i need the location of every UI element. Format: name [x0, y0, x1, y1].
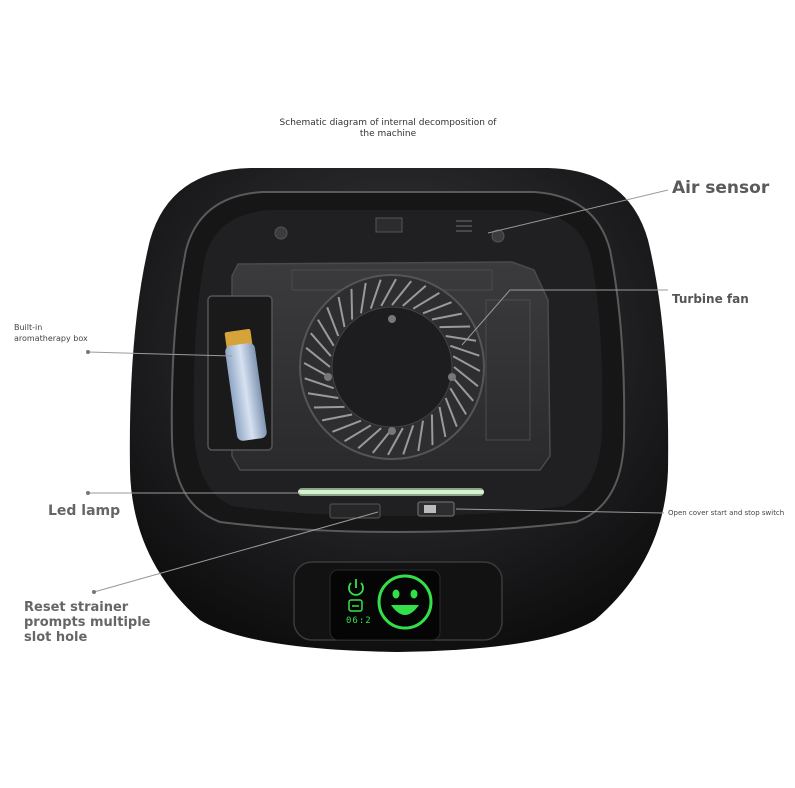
fan-screw — [324, 373, 332, 381]
label-turbine-fan: Turbine fan — [672, 292, 749, 306]
turbine-fan — [300, 275, 484, 459]
diagram-title: Schematic diagram of internal decomposit… — [268, 118, 508, 140]
leader-dots — [86, 350, 96, 594]
label-aromatherapy-box: Built-in aromatherapy box — [14, 322, 88, 344]
led-strip-glow — [298, 490, 484, 494]
fan-blade — [440, 327, 471, 328]
fan-blade — [432, 415, 433, 446]
display-panel — [330, 570, 440, 640]
fan-hub — [332, 307, 452, 427]
fan-screw — [388, 315, 396, 323]
fan-screw — [388, 427, 396, 435]
fan-screw — [448, 373, 456, 381]
reset-slot — [330, 504, 380, 518]
display-readout: 06:2 — [346, 616, 372, 626]
label-reset-strainer: Reset strainer prompts multiple slot hol… — [24, 600, 150, 645]
fan-blade — [352, 289, 353, 320]
top-connector — [376, 218, 402, 232]
label-cover-switch: Open cover start and stop switch — [668, 509, 784, 517]
label-led-lamp: Led lamp — [48, 503, 120, 519]
label-air-sensor: Air sensor — [672, 178, 769, 198]
fan-blade — [314, 407, 345, 408]
top-screw-left — [275, 227, 287, 239]
